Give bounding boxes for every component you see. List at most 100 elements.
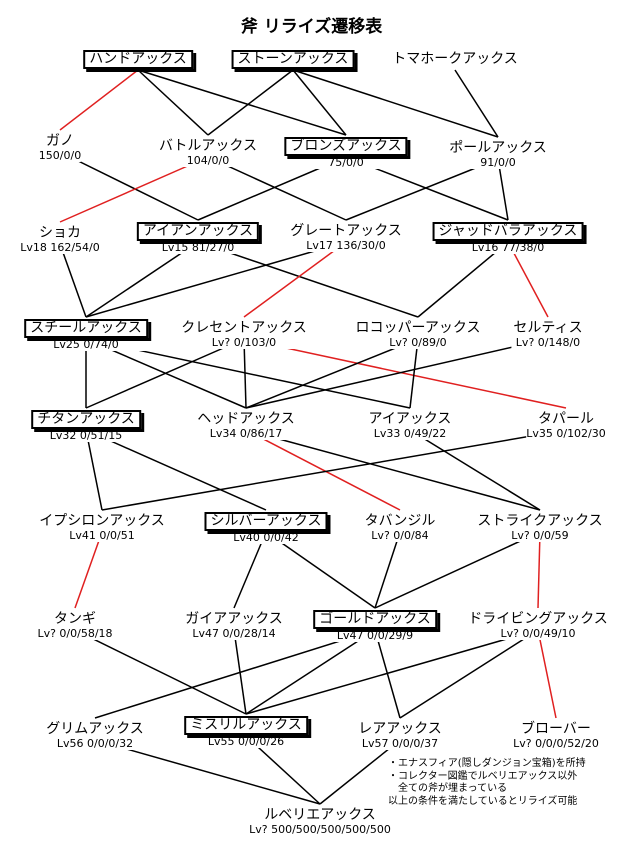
node-name: グリムアックス: [46, 721, 144, 737]
edge-strike-to-driving: [537, 531, 541, 609]
node-stats: 150/0/0: [38, 149, 82, 163]
edge-stone-to-pole: [292, 69, 499, 138]
node-stats: Lv56 0/0/0/32: [56, 737, 134, 751]
node-stats: Lv? 0/103/0: [211, 336, 277, 350]
edge-iron-to-steel: [85, 241, 199, 318]
note-line: 全ての斧が埋まっている: [388, 783, 508, 794]
edge-tangi-to-mithril: [74, 629, 247, 715]
node-name: アイアックス: [368, 411, 452, 427]
node-stats: Lv25 0/74/0: [53, 338, 119, 352]
node-name: ストーンアックス: [231, 50, 355, 70]
node-stats: Lv? 0/0/49/10: [500, 627, 576, 641]
edge-epsilon-to-tangi: [74, 531, 103, 609]
edge-hand-to-gano: [59, 69, 139, 131]
node-name: トマホークアックス: [392, 51, 518, 67]
node-stats: Lv17 136/30/0: [306, 239, 386, 253]
rerise-conditions-note: ・エナスフィア(隠しダンジョン宝箱)を所持 ・コレクター図鑑でルベリエアックス以…: [388, 758, 586, 808]
node-stats: 91/0/0: [480, 156, 516, 170]
node-name: ガイアアックス: [185, 611, 283, 627]
edge-crescent-to-taparu: [243, 338, 567, 409]
node-stats: 75/0/0: [328, 156, 364, 170]
node-stats: Lv41 0/0/51: [69, 529, 135, 543]
node-name: ブローバー: [521, 721, 591, 737]
node-name: ブロンズアックス: [284, 137, 408, 157]
node-stats: Lv47 0/0/28/14: [192, 627, 276, 641]
edge-grim-to-luberie: [94, 739, 321, 805]
node-stats: Lv15 81/27/0: [161, 241, 235, 255]
edge-rare-to-luberie: [319, 739, 401, 805]
node-stats: Lv47 0/0/29/9: [336, 629, 414, 643]
node-name: ロコッパーアックス: [355, 320, 481, 336]
node-stats: Lv? 0/89/0: [389, 336, 447, 350]
edge-head-to-strike: [245, 429, 541, 511]
diagram-title: 斧 リライズ遷移表: [240, 17, 383, 37]
node-name: バトルアックス: [159, 138, 257, 154]
edge-tomahawk-to-pole: [454, 69, 499, 138]
node-stats: Lv? 0/0/84: [371, 529, 429, 543]
node-name: ガノ: [46, 133, 74, 149]
edge-titan-to-silver: [85, 429, 267, 511]
node-name: レアアックス: [358, 721, 442, 737]
node-stats: Lv? 0/148/0: [515, 336, 581, 350]
edge-rococo-to-head: [245, 338, 419, 409]
edge-battle-to-shoka: [59, 156, 209, 223]
edge-driving-to-rare: [399, 629, 539, 719]
node-name: アイアンアックス: [136, 222, 260, 242]
node-stone: ストーンアックス: [231, 49, 355, 70]
edge-crescent-to-head: [243, 338, 247, 409]
node-name: クレセントアックス: [181, 320, 307, 336]
node-name: チタンアックス: [31, 410, 141, 430]
edge-iron-to-rococo: [197, 241, 419, 318]
edge-jadd-to-rococo: [417, 241, 509, 318]
node-stats: Lv35 0/102/30: [526, 427, 606, 441]
node-name: ショカ: [38, 225, 81, 241]
node-stats: Lv? 0/0/58/18: [37, 627, 113, 641]
node-name: セルティス: [513, 320, 583, 336]
edge-jadd-to-celtis: [507, 241, 549, 318]
edge-gold-to-mithril: [245, 629, 376, 715]
node-stats: Lv? 500/500/500/500/500: [249, 823, 391, 837]
node-stats: Lv18 162/54/0: [20, 241, 100, 255]
node-name: ポールアックス: [449, 140, 547, 156]
node-name: タパール: [537, 411, 594, 427]
edge-rococo-to-eye: [409, 338, 419, 409]
edge-shoka-to-steel: [59, 243, 87, 318]
node-tomahawk: トマホークアックス: [390, 49, 520, 68]
edge-tabanjil-to-gold: [374, 531, 401, 609]
edge-battle-to-great: [207, 156, 347, 221]
edge-stone-to-bronze: [292, 69, 347, 136]
node-stats: Lv32 0/51/15: [49, 429, 123, 443]
edge-head-to-tabanjil: [245, 429, 401, 511]
edge-great-to-crescent: [243, 241, 347, 318]
node-name: ハンドアックス: [83, 50, 193, 70]
node-name: ヘッドアックス: [197, 411, 295, 427]
note-line: ・コレクター図鑑でルベリエアックス以外: [388, 770, 578, 782]
node-name: シルバーアックス: [204, 512, 328, 532]
edge-gold-to-grim: [94, 629, 376, 719]
node-stats: Lv? 0/0/59: [511, 529, 569, 543]
edge-titan-to-epsilon: [85, 429, 103, 511]
node-stats: Lv55 0/0/0/26: [207, 735, 285, 749]
node-name: ミスリルアックス: [184, 716, 308, 736]
edge-taparu-to-epsilon: [101, 429, 567, 511]
node-stats: Lv? 0/0/0/52/20: [513, 737, 599, 751]
